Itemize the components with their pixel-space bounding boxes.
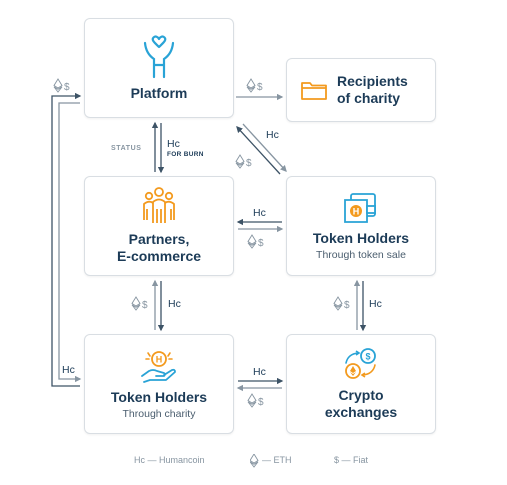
- legend-fiat: $ — Fiat: [334, 455, 369, 465]
- platform-title: Platform: [130, 84, 188, 101]
- token-holders-charity-subtitle: Through charity: [122, 407, 196, 420]
- crypto-exchange-icon: $: [345, 348, 376, 379]
- hc-label-platform-partners: Hc: [167, 138, 180, 150]
- eth-icon: [131, 296, 141, 311]
- hc-label-charity-crypto: Hc: [253, 366, 266, 378]
- crypto-title-line1: Crypto: [338, 387, 384, 403]
- svg-text:$: $: [258, 397, 264, 408]
- eth-icon: [246, 78, 256, 93]
- eth-fiat-label-charity-crypto: $: [247, 393, 264, 408]
- svg-text:$: $: [344, 300, 350, 311]
- eth-fiat-label-recipients: $: [246, 78, 263, 93]
- arrow-charity-to-platform-hc: [51, 92, 82, 387]
- svg-text:$: $: [246, 158, 252, 169]
- arrow-tokensale-to-platform: [236, 126, 281, 175]
- eth-icon: [53, 78, 63, 93]
- token-holders-charity-title: Token Holders: [110, 388, 208, 405]
- for-burn-label: FOR BURN: [167, 151, 204, 158]
- token-holders-sale-subtitle: Through token sale: [316, 248, 406, 261]
- crypto-title-line2: exchanges: [324, 404, 398, 420]
- hand-coin-icon: H: [141, 350, 176, 383]
- eth-fiat-label-diagonal: $: [235, 154, 252, 169]
- folder-icon: [301, 82, 327, 100]
- arrow-platform-to-tokensale: [242, 123, 287, 172]
- svg-text:H: H: [353, 206, 360, 216]
- eth-fiat-label-partners-charity: $: [131, 296, 148, 311]
- hc-label-tokensale-crypto: Hc: [369, 298, 382, 310]
- token-holders-sale-title: Token Holders: [312, 229, 410, 246]
- partners-node: Partners, E-commerce: [84, 176, 234, 276]
- crypto-exchanges-node: $ Crypto exchanges: [286, 334, 436, 434]
- eth-icon: [247, 234, 257, 249]
- recipients-node: Recipients of charity: [286, 58, 436, 122]
- svg-text:$: $: [142, 300, 148, 311]
- svg-text:$: $: [258, 238, 264, 249]
- recipients-title: Recipients of charity: [337, 73, 408, 107]
- svg-text:H: H: [156, 354, 163, 364]
- partners-title-line1: Partners,: [128, 231, 190, 247]
- arrow-platform-to-charity-eth: [58, 102, 82, 383]
- token-holders-charity-node: H Token Holders Through charity: [84, 334, 234, 434]
- svg-text:$: $: [257, 82, 263, 93]
- hc-label-tokensale-partners: Hc: [253, 207, 266, 219]
- heart-person-icon: [143, 34, 175, 78]
- eth-icon: [333, 296, 343, 311]
- eth-fiat-label-partners-tokensale: $: [247, 234, 264, 249]
- partners-title-line2: E-commerce: [116, 248, 202, 264]
- dollar-coin-symbol: $: [365, 352, 370, 362]
- legend-humancoin: Hc — Humancoin: [134, 455, 205, 465]
- recipients-title-line1: Recipients: [337, 73, 408, 89]
- hc-label-partners-charity: Hc: [168, 298, 181, 310]
- status-label: STATUS: [111, 145, 142, 152]
- eth-icon: [247, 393, 257, 408]
- people-group-icon: [143, 187, 175, 223]
- eth-fiat-label-left-loop: $: [53, 78, 70, 93]
- hc-label-tokensale-platform: Hc: [266, 129, 279, 141]
- eth-fiat-label-tokensale-crypto: $: [333, 296, 350, 311]
- wallet-icon: H: [344, 192, 376, 223]
- legend-eth-icon: [250, 454, 259, 468]
- platform-node: Platform: [84, 18, 234, 118]
- hc-label-charity-platform: Hc: [62, 364, 75, 376]
- recipients-title-line2: of charity: [337, 90, 401, 106]
- token-holders-sale-node: H Token Holders Through token sale: [286, 176, 436, 276]
- legend-eth: — ETH: [262, 455, 292, 465]
- crypto-exchanges-title: Crypto exchanges: [325, 387, 397, 421]
- partners-title: Partners, E-commerce: [117, 231, 201, 265]
- eth-icon: [235, 154, 245, 169]
- svg-text:$: $: [64, 82, 70, 93]
